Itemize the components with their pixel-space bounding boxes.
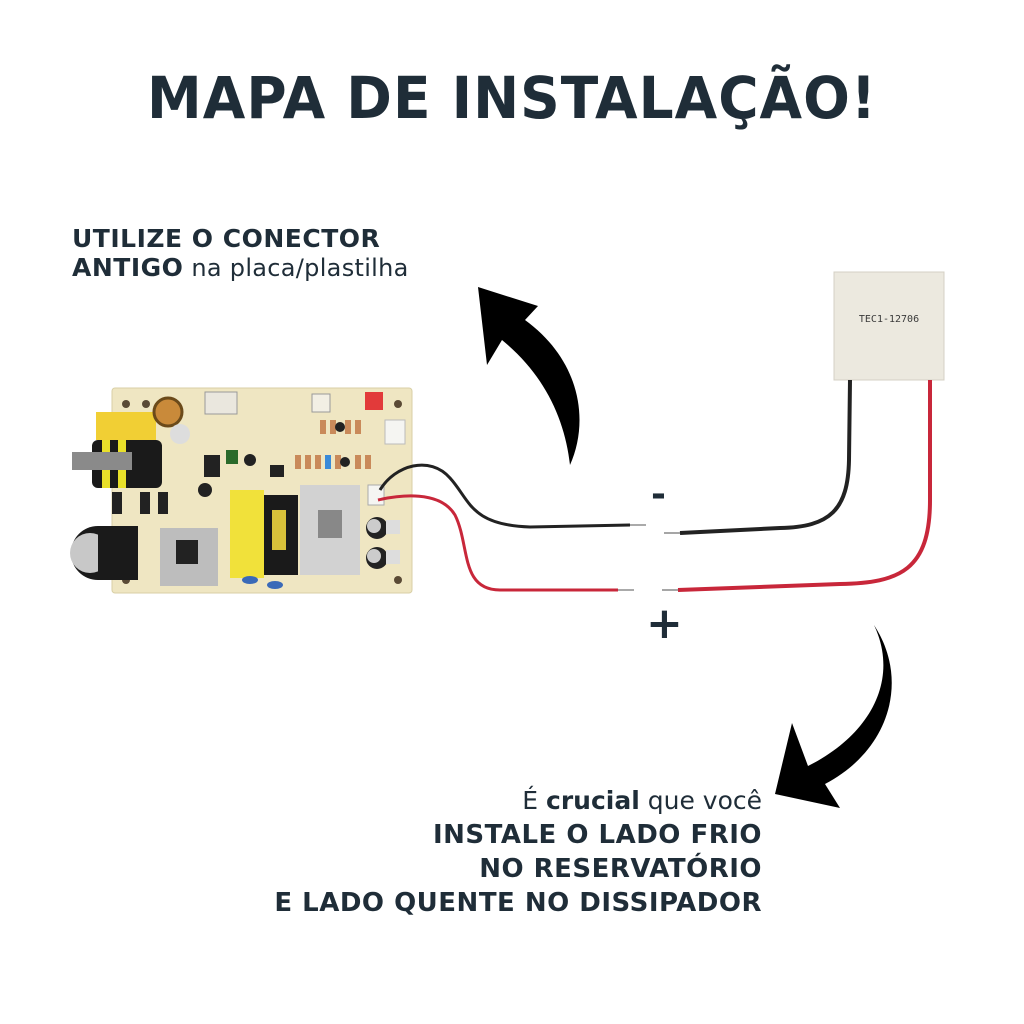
positive-sign: + [646, 598, 683, 649]
installation-note-suffix: que você [639, 786, 762, 815]
peltier-black-wire [679, 379, 852, 535]
peltier-red-wire [677, 380, 932, 592]
curved-arrow-up-left-icon [478, 287, 580, 465]
negative-sign: - [651, 474, 666, 515]
peltier-module: TEC1-12706 [833, 271, 945, 381]
installation-note-line4: E LADO QUENTE NO DISSIPADOR [274, 888, 762, 918]
pcb-board [70, 387, 413, 594]
connector-note: UTILIZE O CONECTOR ANTIGO na placa/plast… [72, 224, 409, 283]
installation-note: É crucial que você INSTALE O LADO FRIO N… [274, 784, 762, 920]
connector-note-line1: UTILIZE O CONECTOR [72, 224, 381, 253]
installation-note-emphasis: crucial [546, 786, 640, 815]
connector-note-line2-bold: ANTIGO [72, 253, 184, 282]
installation-note-line2: INSTALE O LADO FRIO [432, 820, 762, 850]
installation-note-line3: NO RESERVATÓRIO [479, 854, 762, 884]
installation-note-prefix: É [522, 786, 546, 815]
peltier-model-label: TEC1-12706 [859, 314, 919, 325]
pcb-black-wire [378, 463, 631, 529]
connector-note-line2-light: na placa/plastilha [183, 254, 409, 282]
page-title: MAPA DE INSTALAÇÃO! [147, 64, 877, 132]
curved-arrow-down-left-icon [775, 625, 892, 808]
pcb-red-wire [377, 494, 618, 592]
